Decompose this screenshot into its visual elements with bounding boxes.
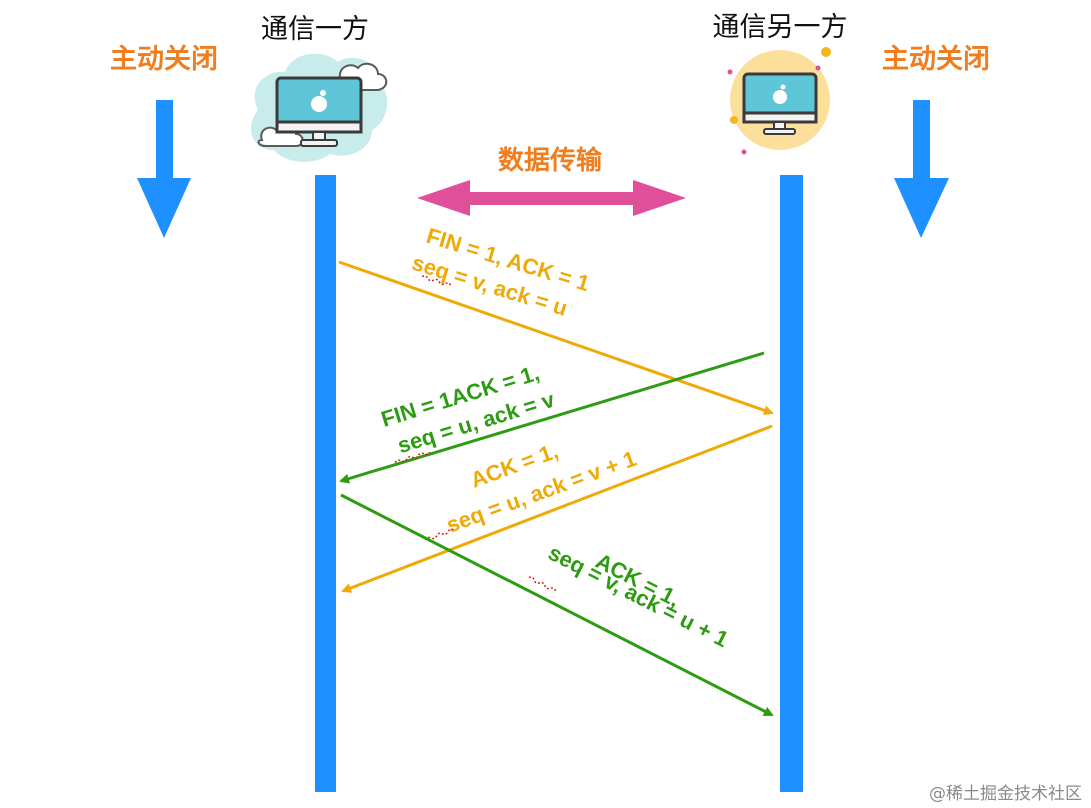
computer-with-sun-icon [727, 47, 831, 155]
left-close-arrow [137, 100, 191, 238]
right-close-arrow [894, 100, 949, 238]
computer-with-clouds-icon [251, 53, 388, 162]
data-transfer-label: 数据传输 [498, 145, 603, 176]
message-4-arrow [340, 493, 774, 717]
left-timeline [315, 175, 336, 792]
message-fin-ack-1: FIN = 1, ACK = 1 seq = v, ack = u [338, 223, 774, 416]
message-1-arrow [338, 260, 774, 416]
left-close-label: 主动关闭 [110, 44, 218, 75]
message-ack-4: ACK = 1, seq = v, ack = u + 1 [340, 493, 774, 717]
message-2-arrow [339, 351, 765, 484]
left-party-name: 通信一方 [261, 14, 369, 45]
message-4-line-2: seq = v, ack = u + 1 [544, 540, 732, 652]
message-3-arrow [341, 424, 773, 593]
data-transfer-arrow [417, 180, 686, 216]
watermark: @稀土掘金技术社区 [929, 784, 1082, 804]
right-close-label: 主动关闭 [882, 44, 990, 75]
right-timeline [780, 175, 803, 792]
right-party-name: 通信另一方 [713, 12, 848, 43]
